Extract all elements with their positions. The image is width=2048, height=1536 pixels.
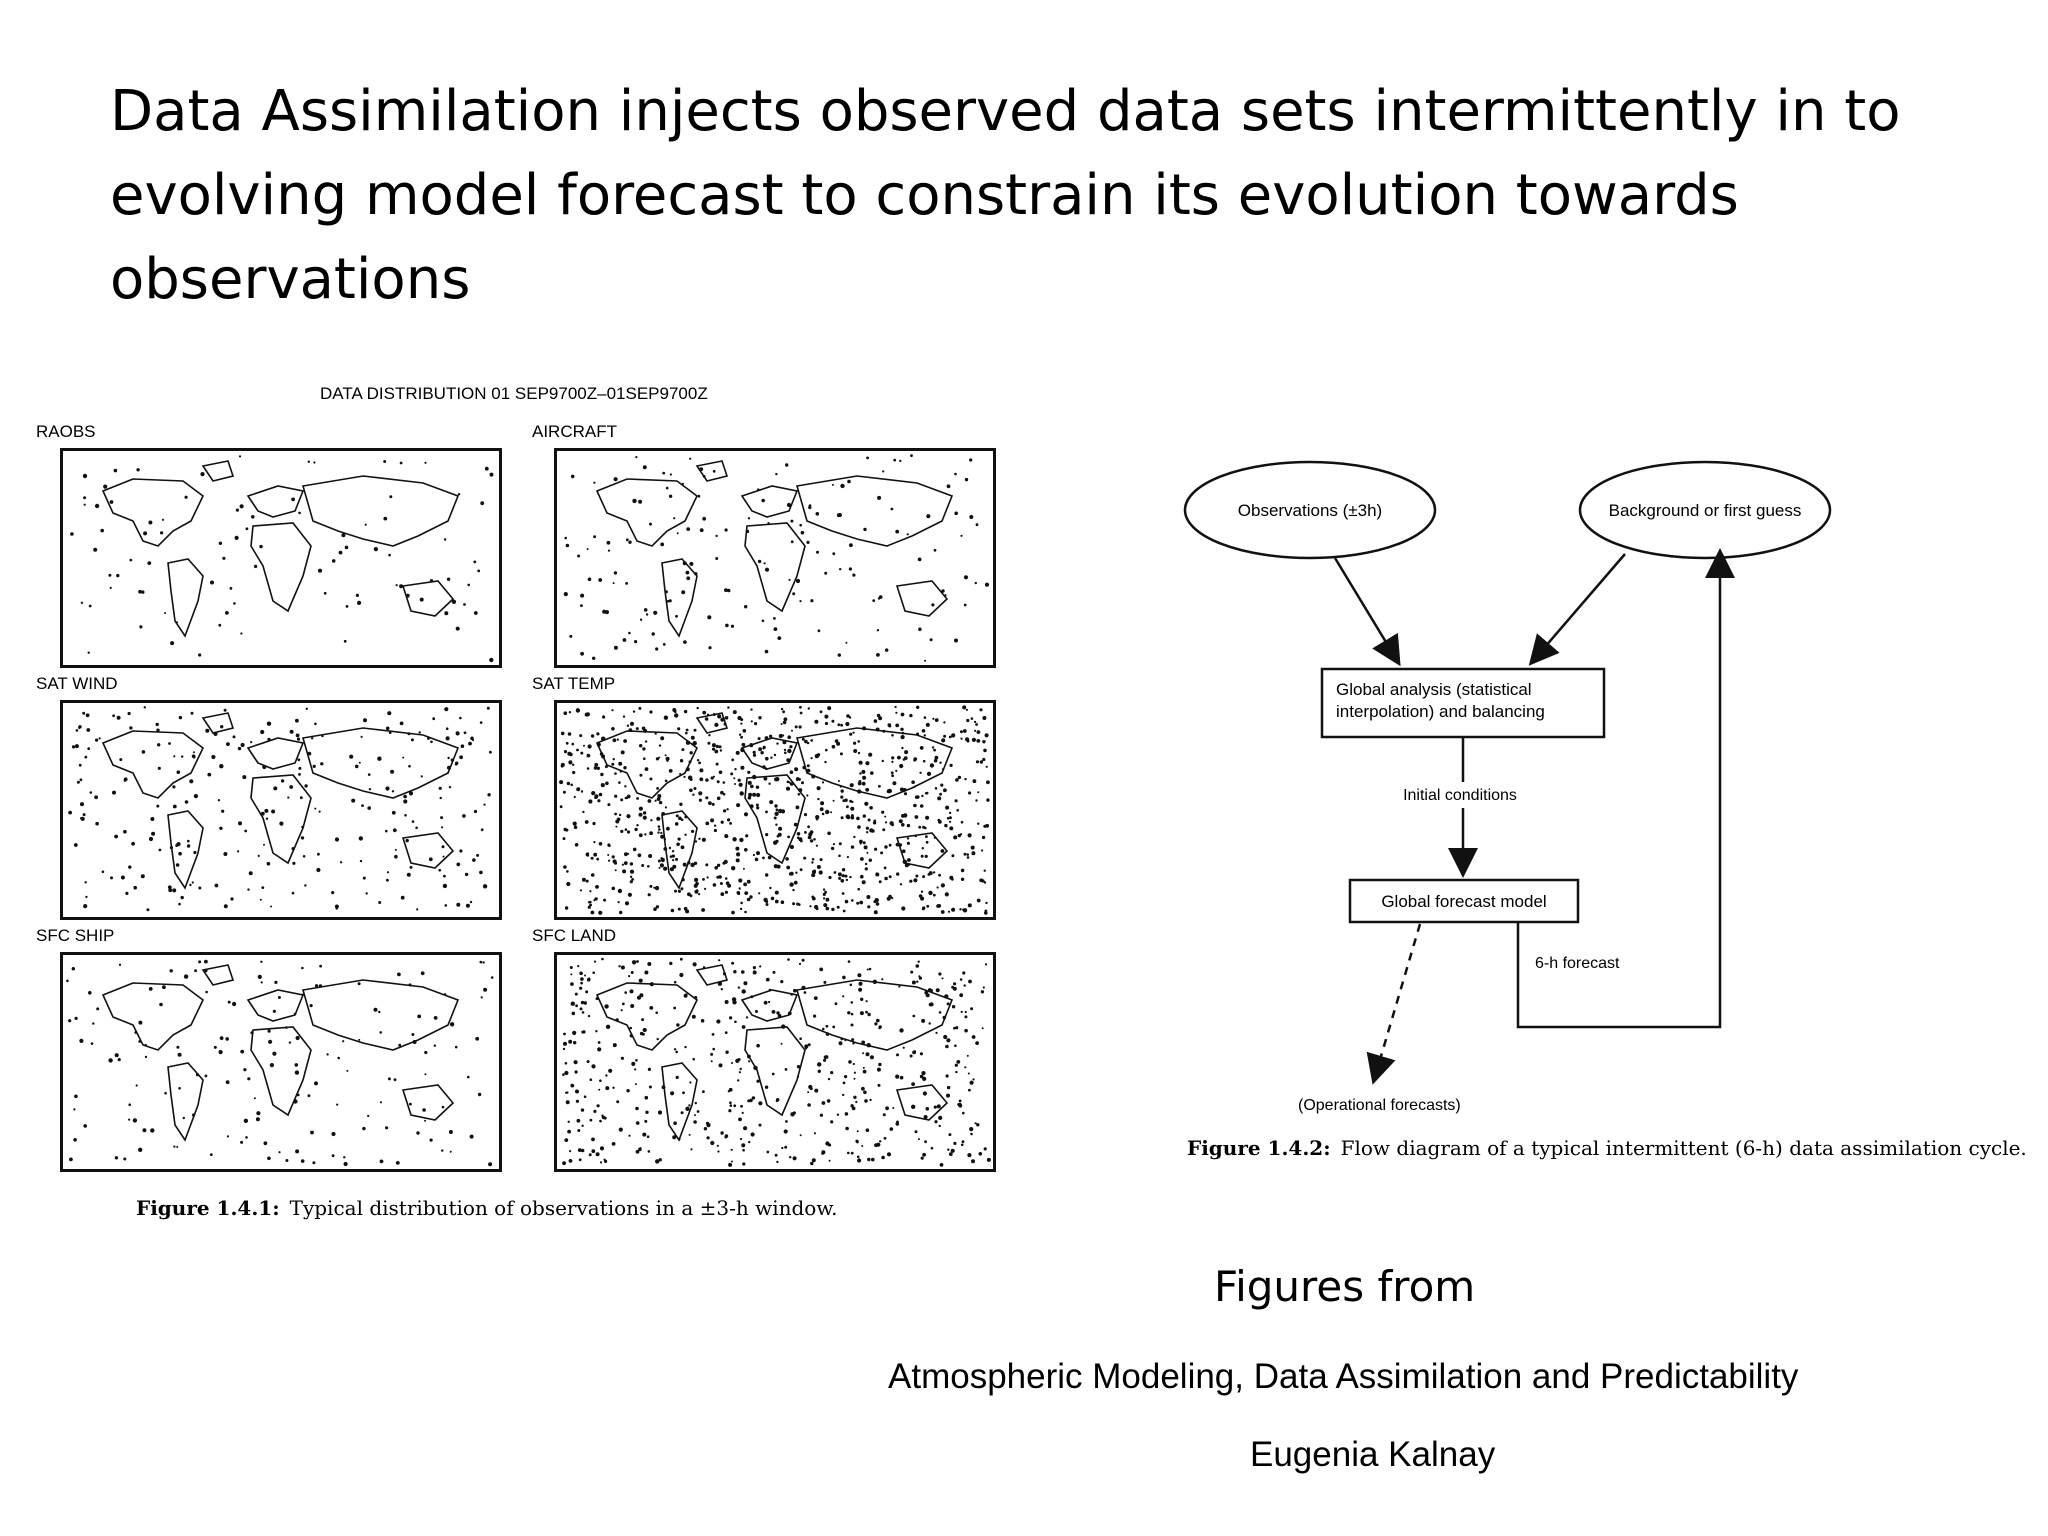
flow-diagram: Observations (±3h) Background or first g… (1183, 460, 1832, 1114)
credit-intro: Figures from (1214, 1262, 1476, 1311)
observations-label: Observations (±3h) (1238, 501, 1382, 520)
panel-label-sat-wind: SAT WIND (36, 674, 118, 693)
figure-right-caption-text: Flow diagram of a typical intermittent (… (1340, 1136, 2027, 1160)
arrow-forecast-feedback (1516, 548, 1735, 1029)
slide-title: Data Assimilation injects observed data … (110, 79, 1901, 312)
figure-right-caption: Figure 1.4.2: Flow diagram of a typical i… (1187, 1136, 2027, 1160)
six-hour-forecast-label: 6-h forecast (1535, 955, 1620, 972)
analysis-label-line2: interpolation) and balancing (1336, 702, 1545, 721)
analysis-node (1320, 667, 1606, 739)
world-map-drawing (66, 959, 494, 1167)
figure-left-caption: Figure 1.4.1: Typical distribution of obs… (136, 1196, 837, 1220)
world-map-drawing (562, 957, 991, 1167)
analysis-label-line1: Global analysis (statistical (1336, 680, 1532, 699)
arrow-observations-to-analysis (1333, 557, 1401, 667)
panel-label-sfc-ship: SFC SHIP (36, 926, 115, 945)
world-map-sat-temp (554, 700, 996, 920)
forecast-model-node (1348, 878, 1580, 924)
forecast-model-label: Global forecast model (1381, 892, 1546, 911)
world-map-drawing (70, 455, 494, 663)
world-map-sfc-land (554, 952, 996, 1172)
credit-author: Eugenia Kalnay (1250, 1435, 1496, 1474)
world-map-drawing (563, 454, 990, 662)
panel-label-sfc-land: SFC LAND (532, 926, 617, 945)
operational-forecasts-label: (Operational forecasts) (1298, 1097, 1461, 1114)
figure-right-caption-number: Figure 1.4.2: (1187, 1136, 1331, 1160)
credit-book-title: Atmospheric Modeling, Data Assimilation … (888, 1357, 1799, 1396)
observations-node (1183, 460, 1437, 560)
figure-left-caption-text: Typical distribution of observations in … (289, 1196, 838, 1220)
background-label: Background or first guess (1609, 501, 1802, 520)
panel-label-sat-temp: SAT TEMP (532, 674, 616, 693)
world-map-raobs (60, 448, 502, 668)
arrow-background-to-analysis (1528, 553, 1626, 666)
world-map-drawing (559, 705, 990, 915)
figure-left-caption-number: Figure 1.4.1: (136, 1196, 280, 1220)
panel-label-aircraft: AIRCRAFT (532, 422, 617, 441)
world-map-aircraft (554, 448, 996, 668)
world-map-sat-wind (60, 700, 502, 920)
figure-left-header: DATA DISTRIBUTION 01 SEP9700Z–01SEP9700Z (320, 384, 708, 403)
world-map-sfc-ship (60, 952, 502, 1172)
world-map-drawing (68, 706, 492, 912)
initial-conditions-label: Initial conditions (1403, 787, 1517, 804)
arrow-model-to-operational (1366, 923, 1422, 1085)
panel-label-raobs: RAOBS (36, 422, 96, 441)
